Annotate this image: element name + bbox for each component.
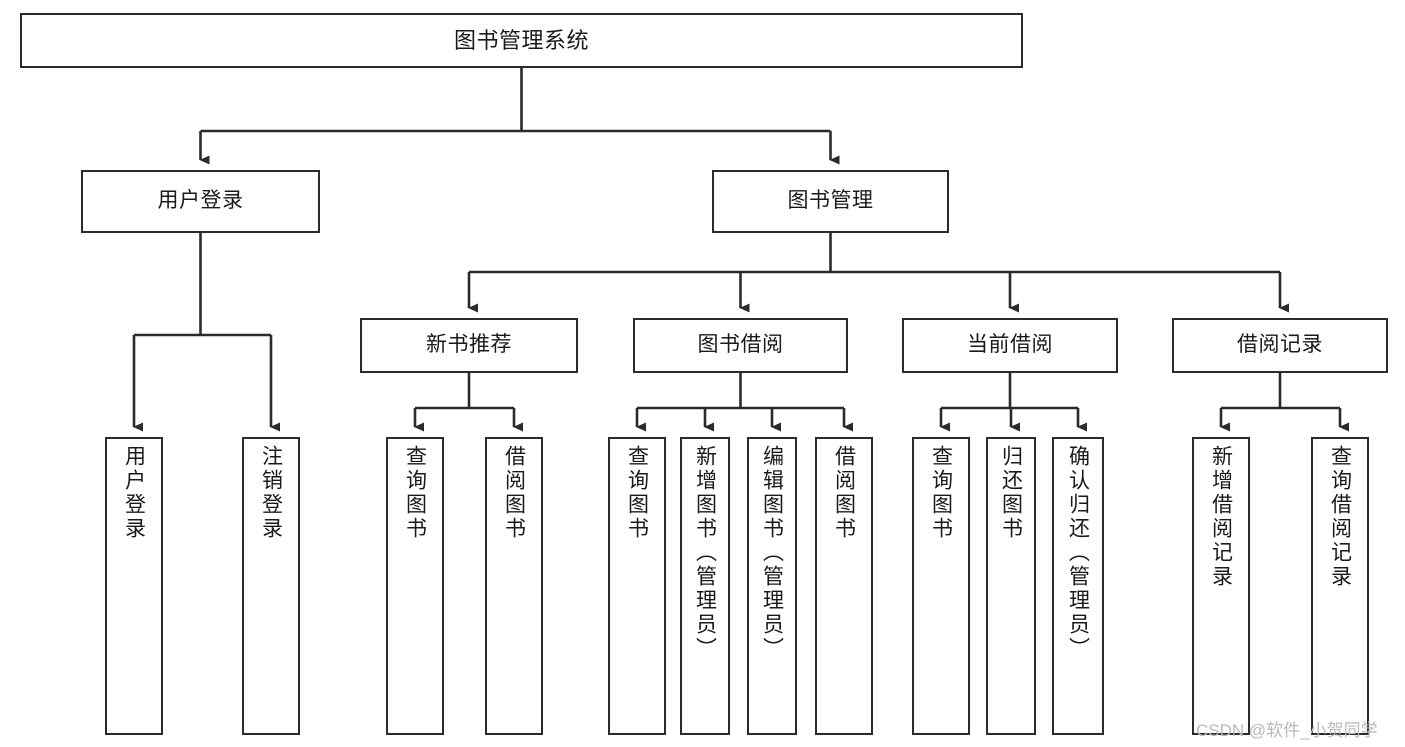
node-label: 查询图书 (625, 445, 649, 541)
node-book-manage[interactable]: 图书管理 (712, 170, 949, 233)
node-label: 新增借阅记录 (1209, 445, 1233, 589)
node-leaf-query-record[interactable]: 查询借阅记录 (1311, 437, 1369, 735)
node-leaf-query-1[interactable]: 查询图书 (386, 437, 444, 735)
node-leaf-query-2[interactable]: 查询图书 (608, 437, 666, 735)
node-leaf-borrow-2[interactable]: 借阅图书 (815, 437, 873, 735)
watermark: CSDN @软件_小贺同学 (1196, 721, 1378, 740)
node-leaf-confirm[interactable]: 确认归还（管理员） (1052, 437, 1104, 735)
node-label: 借阅图书 (502, 445, 526, 541)
node-label: 查询借阅记录 (1328, 445, 1352, 589)
node-label: 图书借阅 (697, 333, 784, 357)
node-label: 注销登录 (259, 445, 283, 541)
node-label: 归还图书 (999, 445, 1023, 541)
node-label: 新书推荐 (426, 333, 512, 357)
node-label: 查询图书 (403, 445, 427, 541)
node-root[interactable]: 图书管理系统 (20, 13, 1023, 68)
node-leaf-logout[interactable]: 注销登录 (242, 437, 300, 735)
node-label: 查询图书 (929, 445, 953, 541)
node-label: 用户登录 (122, 445, 146, 541)
node-label: 图书管理 (787, 189, 874, 213)
node-label: 确认归还（管理员） (1066, 445, 1090, 661)
node-label: 借阅记录 (1237, 333, 1323, 357)
node-label: 用户登录 (157, 189, 244, 213)
node-label: 新增图书（管理员） (693, 445, 717, 661)
node-leaf-user-login[interactable]: 用户登录 (105, 437, 163, 735)
node-leaf-add-record[interactable]: 新增借阅记录 (1192, 437, 1250, 735)
node-borrow-record[interactable]: 借阅记录 (1172, 318, 1388, 373)
node-label: 编辑图书（管理员） (760, 445, 784, 661)
node-label: 借阅图书 (832, 445, 856, 541)
node-leaf-borrow-1[interactable]: 借阅图书 (485, 437, 543, 735)
node-user-login[interactable]: 用户登录 (81, 170, 320, 233)
node-label: 当前借阅 (967, 333, 1053, 357)
node-leaf-return[interactable]: 归还图书 (986, 437, 1036, 735)
node-label: 图书管理系统 (453, 27, 589, 53)
node-new-book-rec[interactable]: 新书推荐 (360, 318, 578, 373)
node-leaf-query-3[interactable]: 查询图书 (912, 437, 970, 735)
node-current-borrow[interactable]: 当前借阅 (902, 318, 1118, 373)
node-book-borrow[interactable]: 图书借阅 (633, 318, 848, 373)
node-leaf-add-book[interactable]: 新增图书（管理员） (680, 437, 730, 735)
node-leaf-edit-book[interactable]: 编辑图书（管理员） (747, 437, 797, 735)
